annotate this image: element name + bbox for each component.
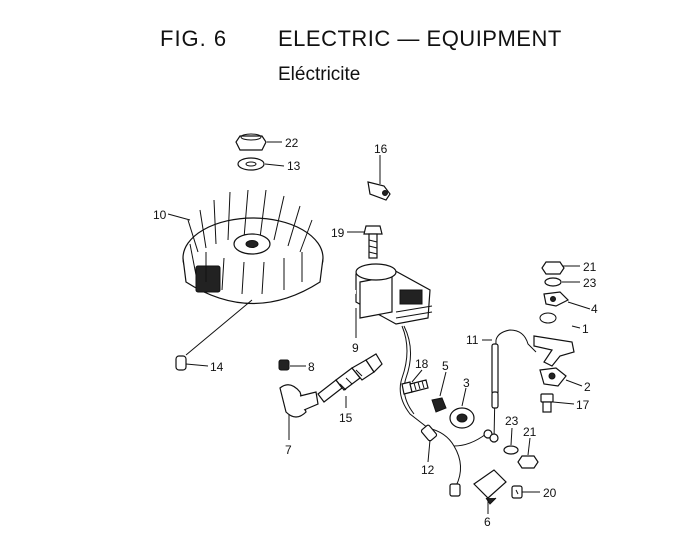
stop-screw-part — [401, 379, 429, 395]
callout-17: 17 — [576, 398, 590, 412]
callout-6: 6 — [484, 515, 491, 529]
plug-cap-clip-part — [278, 359, 290, 371]
leader-lines — [167, 141, 591, 514]
switch-screw-part — [511, 485, 523, 499]
flywheel-nut-part — [235, 133, 267, 151]
switch-lever-part — [539, 367, 567, 387]
top-right-nut-part — [541, 261, 565, 275]
callout-11: 11 — [466, 333, 479, 347]
callout-5: 5 — [442, 359, 449, 373]
callout-19: 19 — [331, 226, 345, 240]
callout-12: 12 — [421, 463, 435, 477]
stop-switch-part — [449, 407, 475, 429]
callout-16: 16 — [374, 142, 388, 156]
control-switch-part — [473, 469, 507, 505]
callout-7: 7 — [285, 443, 292, 457]
callout-21-top: 21 — [583, 260, 597, 274]
ignition-coil-part — [355, 263, 433, 325]
callout-3: 3 — [463, 376, 470, 390]
callout-21-bottom: 21 — [523, 425, 537, 439]
terminal-plate-part — [543, 291, 570, 307]
figure-subtitle: Eléctricite — [278, 64, 361, 85]
spark-plug-part — [317, 353, 383, 403]
switch-nut-part — [431, 397, 447, 413]
callout-1: 1 — [582, 322, 589, 336]
callout-2: 2 — [584, 380, 591, 394]
callout-22: 22 — [285, 136, 299, 150]
figure-title-row: FIG. 6 ELECTRIC — EQUIPMENT — [0, 26, 680, 56]
lever-screw-part — [540, 393, 554, 413]
top-right-washer-part — [544, 277, 562, 287]
callout-10: 10 — [153, 208, 167, 222]
coil-bolt-part — [363, 225, 383, 259]
stop-cable-part — [489, 329, 537, 443]
callout-8: 8 — [308, 360, 315, 374]
lower-nut-part — [517, 455, 539, 469]
callout-13: 13 — [287, 159, 301, 173]
callout-4: 4 — [591, 302, 598, 316]
plug-cap-part — [279, 384, 319, 418]
figure-number: FIG. 6 — [160, 26, 228, 51]
callout-23-bottom: 23 — [505, 414, 519, 428]
switch-bracket-part — [533, 312, 575, 367]
callout-14: 14 — [210, 360, 224, 374]
callout-18: 18 — [415, 357, 429, 371]
figure-title: ELECTRIC — EQUIPMENT — [278, 26, 562, 51]
callout-9: 9 — [352, 341, 359, 355]
callout-23-top: 23 — [583, 276, 597, 290]
key-part — [175, 355, 187, 371]
lower-washer-part — [503, 445, 519, 455]
terminal-part — [367, 181, 391, 201]
flywheel-washer-part — [237, 157, 265, 171]
callout-20: 20 — [543, 486, 557, 500]
flywheel-part — [182, 189, 324, 304]
callout-15: 15 — [339, 411, 353, 425]
